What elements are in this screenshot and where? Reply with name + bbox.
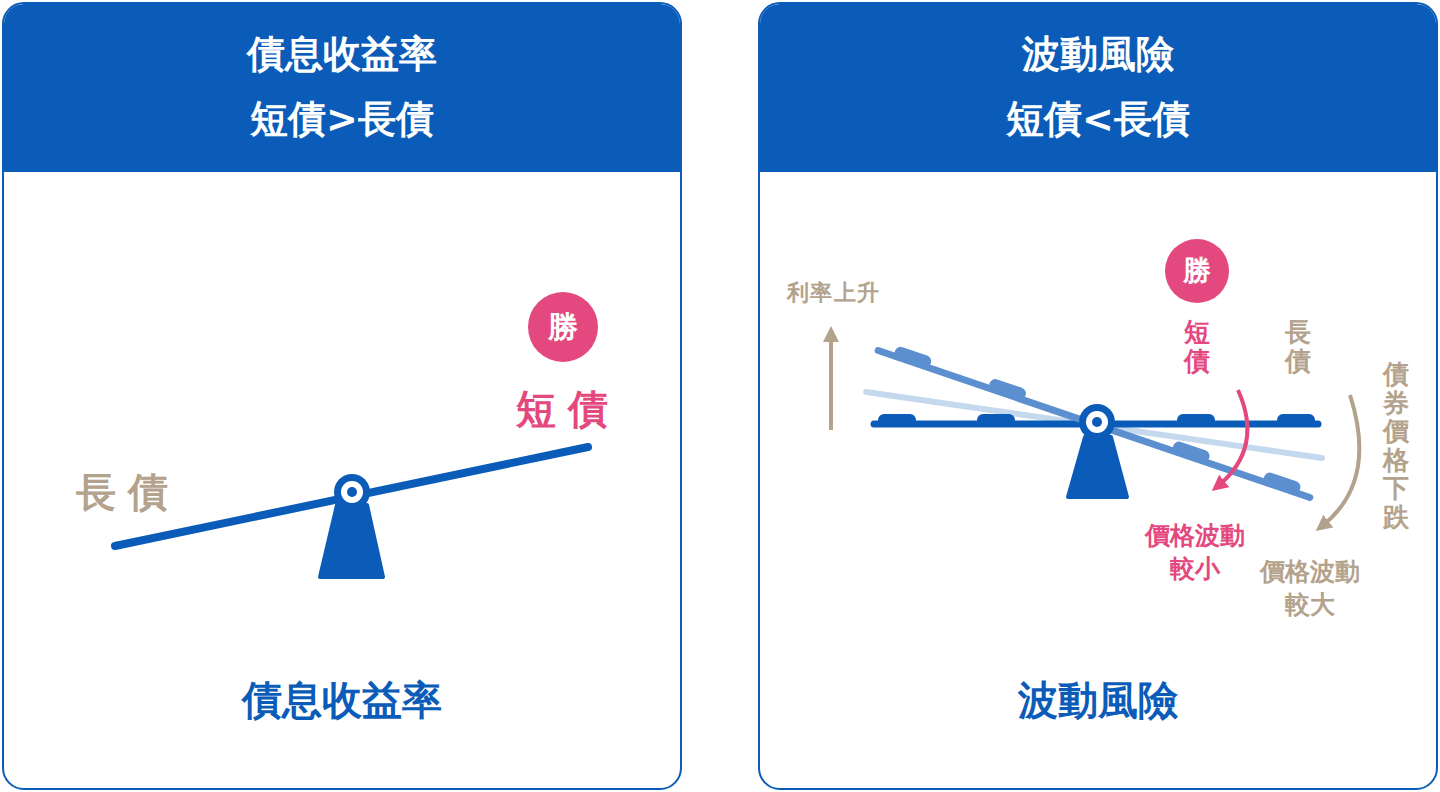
panel-title: 債息收益率 短債>長債 [241,22,442,152]
text-label: 短債 [504,383,620,435]
vertical-label: 債券價格下跌 [1383,360,1409,532]
small-swing-arrow [1218,390,1247,486]
panel-caption: 波動風險 [760,675,1436,725]
header-band: 債息收益率 短債>長債 [4,4,680,172]
right-seesaw [866,340,1322,498]
rate-up-arrow [829,334,833,430]
text-label: 利率上升 [786,279,880,308]
header-band: 波動風險 短債<長債 [760,4,1436,172]
panel-caption: 債息收益率 [4,675,680,725]
large-swing-arrow [1322,395,1359,526]
win-mark: 勝 [548,307,578,348]
win-badge: 勝 [528,292,598,362]
panel-box: 波動風險 短債<長債勝波動風險 [758,2,1438,790]
text-label: 價格波動 較小 [1140,520,1250,585]
text-label: 長債 [64,466,180,518]
win-badge: 勝 [1165,239,1229,303]
vertical-label: 長債 [1285,318,1311,375]
win-mark: 勝 [1183,252,1211,290]
vertical-label: 短債 [1184,318,1210,375]
panel-title: 波動風險 短債<長債 [997,22,1198,152]
text-label: 價格波動 較大 [1255,556,1365,621]
left-seesaw [115,447,588,577]
